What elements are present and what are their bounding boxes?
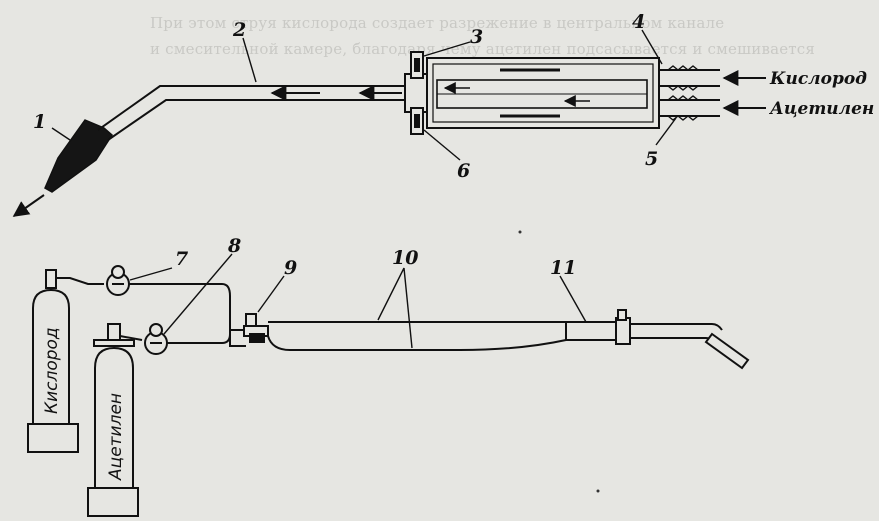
mixing-tube bbox=[97, 85, 405, 141]
acetylene-cylinder bbox=[87, 323, 139, 517]
label-acetylene-reducer: 8 bbox=[227, 235, 241, 257]
welding-system bbox=[27, 253, 750, 517]
label-tube: 2 bbox=[232, 19, 246, 41]
bleed-through-text-1: При этом струя кислорода создает разреже… bbox=[150, 14, 725, 32]
torch-tip bbox=[44, 119, 113, 193]
label-oxygen-nipple: 4 bbox=[632, 11, 645, 33]
label-acetylene-gas: Ацетилен bbox=[768, 99, 874, 119]
scan-speck bbox=[596, 489, 600, 493]
label-nut: 3 bbox=[470, 26, 483, 48]
torch-cross-section bbox=[12, 29, 766, 217]
safety-valve bbox=[243, 313, 269, 343]
acetylene-nipple bbox=[659, 99, 720, 117]
acetylene-reducer bbox=[119, 323, 246, 355]
scan-speck bbox=[518, 230, 522, 234]
label-hoses: 10 bbox=[392, 247, 418, 269]
label-valve-nut: 6 bbox=[457, 160, 470, 182]
assembled-torch bbox=[565, 309, 750, 370]
acetylene-cylinder-label: Ацетилен bbox=[106, 393, 126, 481]
label-oxygen-reducer: 7 bbox=[175, 248, 188, 270]
label-acetylene-nipple: 5 bbox=[645, 148, 658, 170]
oxygen-reducer bbox=[56, 265, 246, 347]
label-oxygen-gas: Кислород bbox=[769, 69, 867, 89]
oxygen-cylinder-label: Кислород bbox=[42, 327, 62, 414]
torch-handle bbox=[426, 57, 660, 129]
flame-direction-arrow bbox=[12, 194, 45, 217]
mixing-chamber bbox=[404, 73, 428, 113]
label-torch: 11 bbox=[550, 257, 576, 279]
oxygen-cylinder bbox=[27, 269, 79, 453]
bleed-through-text-2: и смесительной камере, благодаря чему ац… bbox=[150, 40, 816, 58]
label-safety-valve: 9 bbox=[284, 257, 297, 279]
label-tip: 1 bbox=[33, 111, 46, 133]
hoses bbox=[267, 321, 567, 351]
oxygen-nipple bbox=[659, 69, 720, 87]
